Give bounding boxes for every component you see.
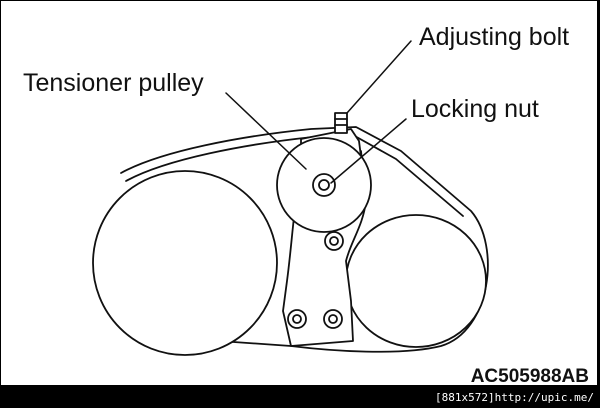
right-pulley bbox=[345, 214, 487, 348]
label-tensioner-pulley: Tensioner pulley bbox=[23, 69, 204, 97]
watermark-size: [881x572] bbox=[435, 391, 495, 404]
watermark-url[interactable]: http://upic.me/ bbox=[494, 391, 594, 404]
watermark-bar: [881x572]http://upic.me/ bbox=[0, 388, 600, 408]
bracket-bolt-lower-left bbox=[287, 309, 307, 329]
leader-locking-nut bbox=[330, 118, 407, 184]
label-adjusting-bolt: Adjusting bolt bbox=[419, 23, 570, 51]
figure-code: AC505988AB bbox=[470, 366, 589, 387]
bracket-bolt-upper bbox=[324, 231, 344, 251]
belt-diagram bbox=[92, 40, 489, 356]
crankshaft-pulley bbox=[92, 170, 278, 356]
leader-adjusting-bolt bbox=[346, 40, 412, 114]
bracket-bolt-lower-right bbox=[323, 309, 343, 329]
diagram-frame: Adjusting bolt Tensioner pulley Locking … bbox=[0, 0, 598, 386]
leader-tensioner-pulley bbox=[225, 92, 307, 170]
watermark-text[interactable]: [881x572]http://upic.me/ bbox=[435, 391, 594, 404]
label-locking-nut: Locking nut bbox=[411, 95, 539, 123]
adjusting-bolt bbox=[334, 112, 348, 134]
